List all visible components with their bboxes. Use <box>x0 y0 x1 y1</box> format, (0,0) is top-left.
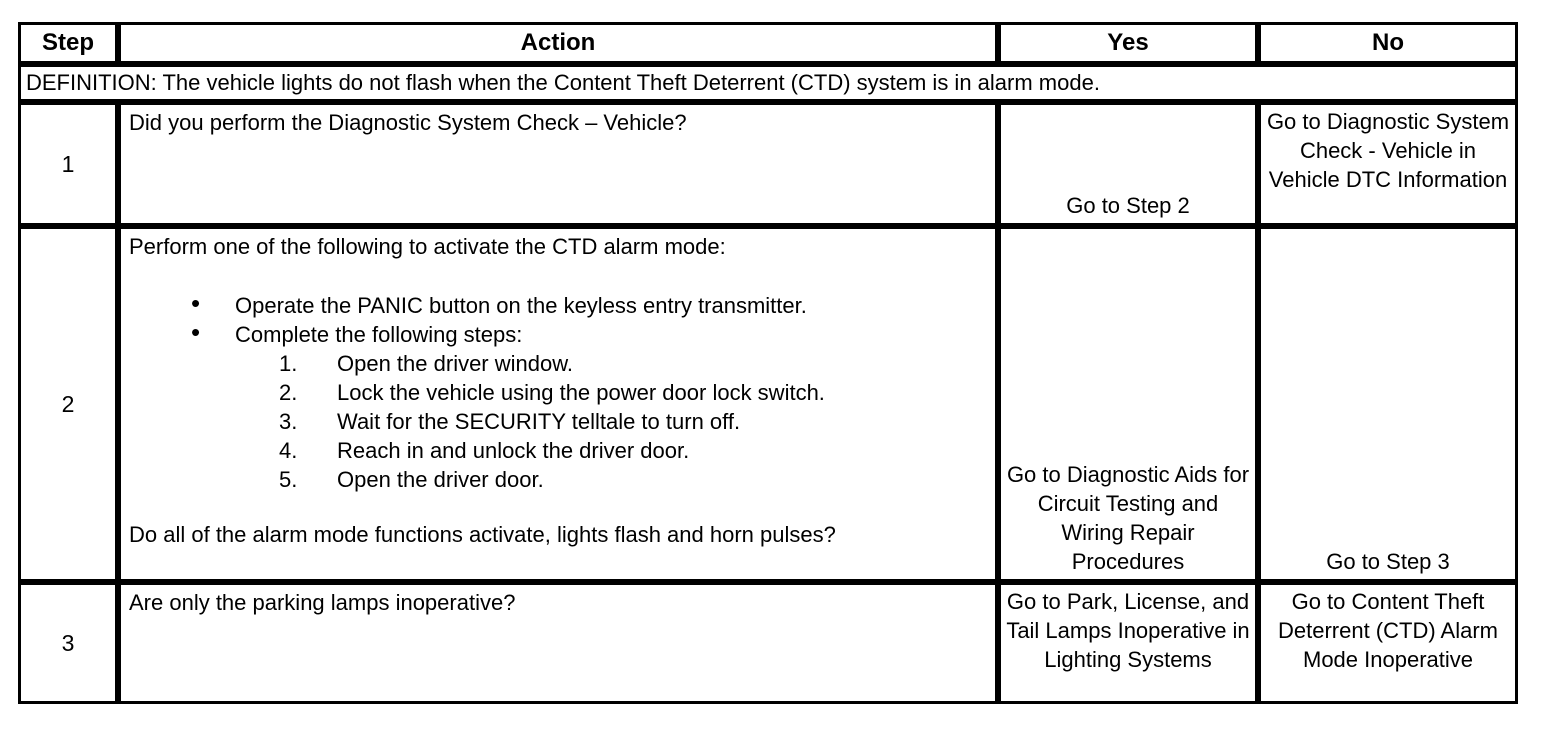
definition-cell: DEFINITION: The vehicle lights do not fl… <box>18 64 1518 102</box>
step-cell-2: 2 <box>18 226 118 582</box>
yes-cell-2: Go to Diagnostic Aids for Circuit Testin… <box>998 226 1258 582</box>
action-tail-question: Do all of the alarm mode functions activ… <box>129 522 836 547</box>
no-answer-text: Go to Step 3 <box>1326 549 1450 574</box>
activation-numbered-list: 1. Open the driver window. 2. Lock the v… <box>129 349 989 494</box>
action-cell-1: Did you perform the Diagnostic System Ch… <box>118 102 998 226</box>
list-text: Reach in and unlock the driver door. <box>337 438 690 463</box>
header-cell-step: Step <box>18 22 118 64</box>
action-cell-2: Perform one of the following to activate… <box>118 226 998 582</box>
tail-spacer <box>129 494 989 520</box>
list-item: 1. Open the driver window. <box>129 349 989 378</box>
definition-row: DEFINITION: The vehicle lights do not fl… <box>18 64 1518 102</box>
list-number: 4. <box>279 438 298 463</box>
no-answer-text: Go to Content Theft Deterrent (CTD) Alar… <box>1277 589 1499 672</box>
list-text: Open the driver door. <box>337 467 544 492</box>
header-cell-no: No <box>1258 22 1518 64</box>
list-item: 5. Open the driver door. <box>129 465 989 494</box>
yes-cell-3: Go to Park, License, and Tail Lamps Inop… <box>998 582 1258 704</box>
yes-cell-1: Go to Step 2 <box>998 102 1258 226</box>
table-row: 1 Did you perform the Diagnostic System … <box>18 102 1518 226</box>
table-row: 2 Perform one of the following to activa… <box>18 226 1518 582</box>
header-cell-action: Action <box>118 22 998 64</box>
no-cell-3: Go to Content Theft Deterrent (CTD) Alar… <box>1258 582 1518 704</box>
list-item: Operate the PANIC button on the keyless … <box>129 289 989 320</box>
list-text: Wait for the SECURITY telltale to turn o… <box>337 409 741 434</box>
action-lead-text: Are only the parking lamps inoperative? <box>129 590 516 615</box>
list-number: 2. <box>279 380 298 405</box>
list-text: Lock the vehicle using the power door lo… <box>337 380 825 405</box>
diagnostic-procedure-table: Step Action Yes No <box>18 22 1518 704</box>
list-number: 5. <box>279 467 298 492</box>
bullet-text: Operate the PANIC button on the keyless … <box>235 293 807 318</box>
list-item: 2. Lock the vehicle using the power door… <box>129 378 989 407</box>
list-number: 3. <box>279 409 298 434</box>
no-cell-1: Go to Diagnostic System Check - Vehicle … <box>1258 102 1518 226</box>
step-cell-3: 3 <box>18 582 118 704</box>
column-header-step: Step <box>41 29 94 56</box>
no-cell-2: Go to Step 3 <box>1258 226 1518 582</box>
action-lead-text: Perform one of the following to activate… <box>129 234 726 259</box>
yes-answer-text: Go to Step 2 <box>1066 193 1190 218</box>
definition-text: DEFINITION: The vehicle lights do not fl… <box>26 70 1100 95</box>
action-cell-3: Are only the parking lamps inoperative? <box>118 582 998 704</box>
table-header-row: Step Action Yes No <box>18 22 1518 64</box>
column-header-yes: Yes <box>1107 29 1149 56</box>
list-item: 3. Wait for the SECURITY telltale to tur… <box>129 407 989 436</box>
column-header-action: Action <box>520 29 596 56</box>
list-text: Open the driver window. <box>337 351 574 376</box>
step-cell-1: 1 <box>18 102 118 226</box>
column-header-no: No <box>1372 29 1404 56</box>
bullet-text: Complete the following steps: <box>235 322 523 347</box>
action-lead-text: Did you perform the Diagnostic System Ch… <box>129 110 687 135</box>
list-number: 1. <box>279 351 298 376</box>
yes-answer-text: Go to Park, License, and Tail Lamps Inop… <box>1006 589 1250 672</box>
yes-answer-text: Go to Diagnostic Aids for Circuit Testin… <box>1006 462 1250 574</box>
table-row: 3 Are only the parking lamps inoperative… <box>18 582 1518 704</box>
list-spacer <box>129 261 989 291</box>
no-answer-text: Go to Diagnostic System Check - Vehicle … <box>1266 109 1510 192</box>
step-number: 3 <box>61 629 75 656</box>
step-number: 1 <box>61 150 75 177</box>
activation-bullet-list: Operate the PANIC button on the keyless … <box>129 289 989 349</box>
list-item: 4. Reach in and unlock the driver door. <box>129 436 989 465</box>
step-number: 2 <box>61 390 75 417</box>
list-item: Complete the following steps: <box>129 318 989 349</box>
header-cell-yes: Yes <box>998 22 1258 64</box>
